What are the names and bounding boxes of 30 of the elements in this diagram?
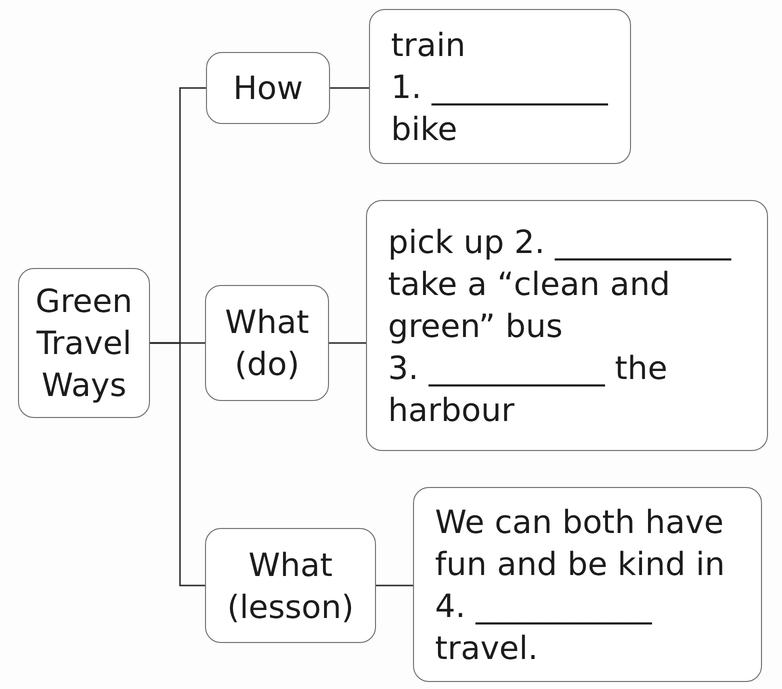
prompt-text: 4. bbox=[435, 586, 466, 624]
list-item-text: bike bbox=[391, 110, 458, 148]
fill-in-line: ___________ bbox=[554, 222, 731, 260]
prompt-text: We can both have bbox=[435, 502, 724, 540]
content-box bbox=[366, 200, 768, 451]
prompt-text: the bbox=[614, 348, 668, 386]
prompt-text: pick up 2. bbox=[388, 222, 545, 260]
prompt-text: fun and be kind in bbox=[435, 544, 725, 582]
topic-box bbox=[18, 268, 150, 418]
content-box bbox=[413, 487, 762, 682]
connector-line bbox=[376, 584, 413, 586]
fill-in-line: ___________ bbox=[476, 586, 652, 624]
fill-in-line: ___________ bbox=[428, 348, 605, 386]
connector-line bbox=[150, 342, 205, 586]
prompt-text: 1. bbox=[391, 68, 422, 106]
category-label: How bbox=[233, 69, 303, 107]
prompt-text: 3. bbox=[388, 348, 419, 386]
topic-label: Green Travel Ways bbox=[36, 282, 132, 404]
prompt-text: harbour bbox=[388, 390, 514, 428]
content-box bbox=[369, 9, 631, 164]
prompt-text: travel. bbox=[435, 628, 538, 666]
connector-line bbox=[330, 87, 369, 89]
list-item-text: train bbox=[391, 26, 466, 64]
category-label: What (lesson) bbox=[227, 546, 354, 626]
category-label: What (do) bbox=[224, 303, 310, 383]
fill-in-line: ___________ bbox=[432, 68, 608, 106]
connector-line bbox=[329, 342, 366, 344]
category-box bbox=[205, 528, 376, 643]
category-box bbox=[206, 52, 330, 124]
category-box bbox=[205, 285, 329, 401]
